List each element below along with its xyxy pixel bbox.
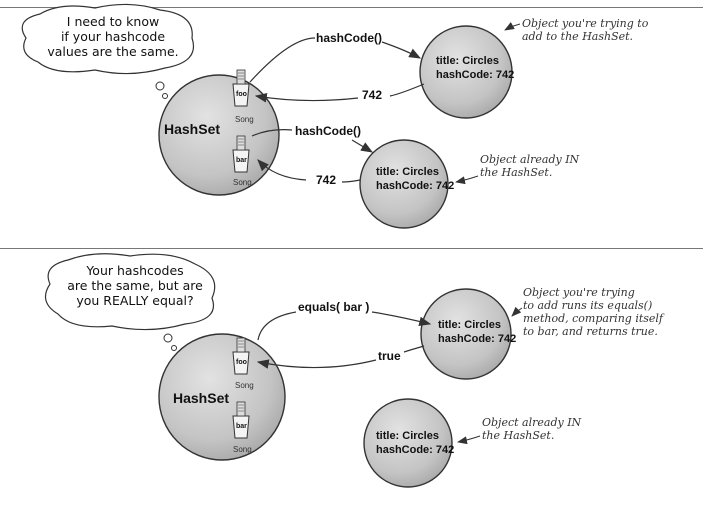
bar-cup-label: bar [236,423,247,430]
thought-line-2: are the same, but are [67,278,203,293]
bar-cup-label: bar [236,157,247,164]
hashcode-call-arrow-1b [381,41,422,59]
thought-dot-large [163,333,173,343]
existing-object-hashcode: hashCode: 742 [376,444,455,456]
hashcode-return-arrow-2 [341,179,361,183]
thought-dot-large [155,81,165,91]
note-existing-arrow [455,175,479,185]
note-new-arrow [504,22,521,31]
hashset-sphere [158,74,280,196]
note-new-line-4: to bar, and returns true. [523,325,658,338]
foo-cup [232,69,250,107]
note-new-line-1: Object you're trying [523,286,635,299]
hashset-sphere [158,333,286,461]
new-object-title: title: Circles [438,319,501,331]
existing-object-title: title: Circles [376,430,439,442]
note-existing-line-2: the HashSet. [482,429,555,442]
new-object-title: title: Circles [436,55,499,67]
foo-song-label: Song [235,115,254,124]
existing-object-sphere [363,398,453,488]
note-new-line-2: to add runs its equals() [523,299,653,312]
note-new-line-2: add to the HashSet. [522,30,634,43]
note-existing-arrow [457,435,481,445]
existing-object-text: title: Circles hashCode: 742 [376,429,454,457]
thought-bubble-cloud [44,253,216,331]
hashcode-call-label-2: hashCode() [295,124,361,138]
thought-line-1: Your hashcodes [86,263,184,278]
thought-dot-small [171,345,177,351]
hashset-label: HashSet [173,390,230,406]
hashcode-call-arrow-2 [251,129,293,137]
new-object-hashcode: hashCode: 742 [436,69,515,81]
new-object-sphere [419,25,513,119]
hashcode-return-label-2: 742 [316,173,337,187]
hashcode-return-arrow-1 [389,83,425,97]
note-existing-object: Object already IN the HashSet. [482,416,581,442]
note-new-object: Object you're trying to add runs its equ… [523,286,663,338]
note-new-line-3: method, comparing itself [523,312,663,325]
hashcode-panel: I need to know if your hashcode values a… [0,0,703,250]
equals-panel: Your hashcodes are the same, but are you… [0,250,703,509]
existing-object-hashcode: hashCode: 742 [376,180,455,192]
equals-call-arrow [257,311,297,341]
top-rule [0,7,703,8]
thought-line-3: values are the same. [47,44,179,59]
note-existing-line-1: Object already IN [480,153,580,166]
hashcode-call-arrow-1 [249,37,316,83]
hashcode-return-arrow-2b [257,159,307,181]
existing-object-text: title: Circles hashCode: 742 [376,165,454,193]
divider-rule [0,248,703,249]
new-object-hashcode: hashCode: 742 [438,333,517,345]
note-new-arrow [511,306,523,317]
bar-song-label: Song [233,445,252,454]
equals-return-arrow [403,345,425,353]
note-new-object: Object you're trying to add to the HashS… [522,17,648,43]
note-existing-line-1: Object already IN [482,416,582,429]
hashcode-return-arrow-1b [254,93,359,103]
new-object-sphere [420,288,512,380]
note-existing-line-2: the HashSet. [480,166,553,179]
bar-song-label: Song [233,178,252,187]
top-panel-graphics [21,3,521,229]
thought-line-1: I need to know [66,14,160,29]
foo-cup-label: foo [236,359,247,366]
thought-bubble-text: I need to know if your hashcode values a… [38,14,188,59]
note-new-line-1: Object you're trying to [522,17,649,30]
bottom-panel-graphics [44,253,523,488]
existing-object-title: title: Circles [376,166,439,178]
equals-call-label: equals( bar ) [298,300,370,314]
new-object-text: title: Circles hashCode: 742 [436,54,514,82]
foo-song-label: Song [235,381,254,390]
thought-bubble-cloud [21,3,194,75]
foo-cup-label: foo [236,91,247,98]
thought-bubble-text: Your hashcodes are the same, but are you… [60,263,210,308]
thought-line-2: if your hashcode [60,29,166,44]
hashcode-call-arrow-2b [351,139,374,153]
new-object-text: title: Circles hashCode: 742 [438,318,516,346]
hashset-label: HashSet [164,121,221,137]
hashcode-call-label-1: hashCode() [316,31,382,45]
thought-line-3: you REALLY equal? [76,293,194,308]
existing-object-sphere [359,139,449,229]
hashcode-return-label-1: 742 [362,88,383,102]
note-existing-object: Object already IN the HashSet. [480,153,579,179]
equals-return-arrow-b [256,359,377,369]
equals-call-arrow-b [371,311,432,327]
thought-dot-small [162,93,168,99]
equals-return-label: true [378,349,401,363]
